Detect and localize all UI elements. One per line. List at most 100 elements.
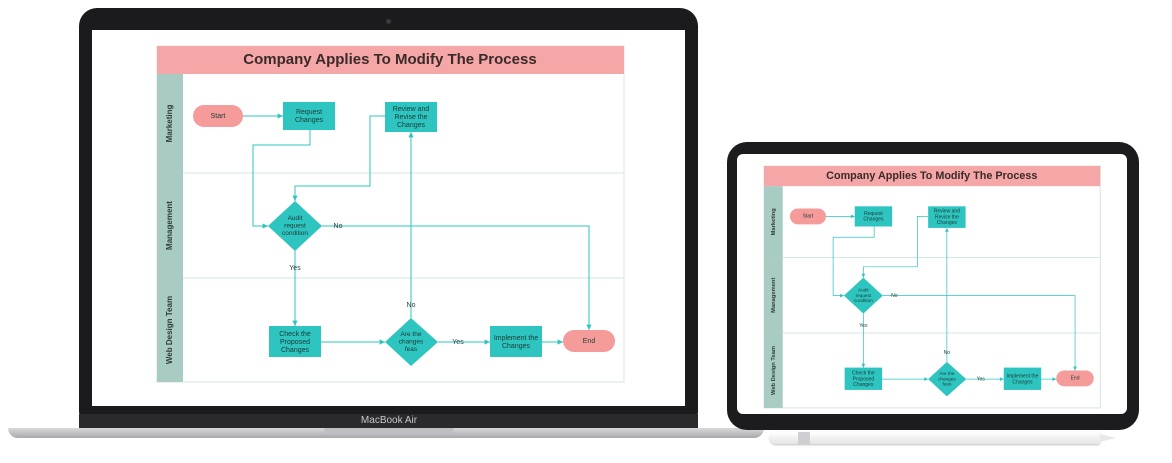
start-node-label: Start: [211, 113, 226, 120]
diagram-frame: [156, 45, 625, 383]
audit-decision-label-line-0: Audit: [288, 215, 303, 222]
lane-label-2: Web Design Team: [165, 296, 174, 364]
implement-node-label-line-1: Changes: [1012, 379, 1033, 385]
edge-feasible-review-arrow: [408, 132, 414, 138]
edge-request-audit: [252, 130, 311, 227]
audit-decision: [268, 201, 322, 251]
implement-node-label-line-0: Implement the: [494, 335, 538, 342]
laptop-notch: [324, 428, 454, 434]
edge-review-audit-arrow: [861, 273, 866, 278]
start-node-label: Start: [803, 214, 814, 220]
feasible-decision: [928, 361, 967, 397]
title-bar: [764, 166, 1101, 187]
audit-decision: [843, 277, 883, 314]
lane-header-1: [764, 257, 783, 334]
lane-header-0: [764, 186, 783, 258]
implement-node-label-line-0: Implement the: [1007, 374, 1039, 380]
edge-request-audit-arrow: [840, 293, 844, 298]
lane-header-2: [764, 333, 783, 408]
edge-check-feasible-arrow: [379, 339, 385, 345]
implement-node: [1003, 367, 1042, 390]
audit-decision-label-line-1: request: [284, 223, 306, 230]
feasible-yes-label: Yes: [452, 339, 464, 346]
audit-yes-label: Yes: [289, 265, 301, 272]
check-node-label-line-2: Changes: [853, 382, 874, 388]
flowchart: Company Applies To Modify The ProcessMar…: [156, 45, 625, 383]
lane-label-1: Management: [771, 278, 777, 313]
edge-request-audit-arrow: [262, 223, 268, 229]
check-node: [269, 326, 321, 357]
feasible-decision-label-line-2: feas: [942, 382, 951, 387]
edge-feasible-implement-arrow: [484, 339, 490, 345]
review-node: [385, 102, 437, 132]
lane-label-0: Marketing: [771, 208, 777, 236]
end-node: [1056, 370, 1094, 387]
feasible-no-label: No: [944, 350, 951, 356]
check-node-label-line-1: Proposed: [280, 339, 310, 346]
edge-start-request-arrow: [277, 113, 283, 119]
camera-icon: [386, 19, 391, 24]
request-node-label-line-1: Changes: [863, 217, 884, 223]
edge-check-feasible-arrow: [924, 377, 929, 381]
check-node-label-line-0: Check the: [852, 371, 875, 377]
lane-label-1: Management: [165, 201, 174, 250]
feasible-decision: [385, 318, 438, 366]
feasible-decision-label-line-2: feas: [405, 346, 418, 353]
edge-audit-end-arrow: [1073, 366, 1077, 371]
edge-feasible-implement-arrow: [999, 377, 1004, 381]
diagram-title: Company Applies To Modify The Process: [243, 51, 536, 68]
end-node-label: End: [583, 338, 596, 345]
audit-decision-label-line-1: request: [856, 293, 872, 298]
review-node-label-line-2: Changes: [937, 220, 958, 226]
review-node-label-line-0: Review and: [393, 106, 430, 113]
edge-feasible-review-arrow: [945, 227, 949, 232]
edge-start-request-arrow: [850, 214, 855, 219]
request-node-label-line-0: Request: [864, 211, 883, 217]
audit-yes-label: Yes: [859, 323, 868, 329]
audit-decision-label-line-2: condition: [854, 298, 873, 303]
lane-label-2: Web Design Team: [771, 346, 777, 395]
diagram-title: Company Applies To Modify The Process: [826, 170, 1037, 182]
audit-no-label: No: [334, 223, 343, 230]
laptop-hinge: [79, 414, 698, 428]
stylus-pencil: [770, 432, 1100, 444]
review-node-label-line-0: Review and: [934, 209, 960, 215]
audit-decision-label-line-0: Audit: [858, 287, 869, 292]
start-node: [193, 105, 243, 127]
lane-header-0: [157, 74, 183, 173]
edge-review-audit: [863, 216, 929, 278]
review-node: [928, 206, 966, 228]
end-node-label: End: [1071, 376, 1080, 382]
flowchart-copy: Company Applies To Modify The ProcessMar…: [763, 165, 1101, 409]
edge-implement-end-arrow: [1052, 377, 1057, 381]
stylus-band: [798, 432, 810, 444]
diagram-frame: [763, 165, 1101, 409]
edge-request-audit: [832, 226, 875, 296]
request-node: [854, 206, 893, 227]
request-node-label-line-0: Request: [296, 109, 322, 116]
check-node-label-line-2: Changes: [281, 347, 310, 354]
audit-no-label: No: [891, 293, 898, 299]
edge-review-audit: [294, 115, 385, 201]
laptop-brand-label: MacBook Air: [360, 415, 418, 426]
edge-audit-check-arrow: [292, 320, 298, 326]
lane-label-0: Marketing: [165, 105, 174, 143]
edge-review-audit-arrow: [292, 195, 298, 201]
lane-header-1: [157, 173, 183, 278]
review-node-label-line-2: Changes: [397, 122, 426, 129]
feasible-no-label: No: [407, 302, 416, 309]
review-node-label-line-1: Revise the: [935, 214, 959, 220]
start-node: [789, 208, 826, 225]
feasible-yes-label: Yes: [977, 376, 986, 382]
feasible-decision-label-line-1: changes: [938, 376, 956, 381]
feasible-decision-label-line-1: changes: [399, 339, 424, 346]
implement-node-label-line-1: Changes: [502, 343, 531, 350]
feasible-decision-label-line-0: Are the: [939, 371, 954, 376]
stylus-tip: [1100, 434, 1116, 442]
audit-decision-label-line-2: condition: [282, 230, 308, 237]
edge-audit-end-arrow: [586, 324, 592, 330]
feasible-decision-label-line-0: Are the: [401, 331, 422, 338]
check-node-label-line-0: Check the: [279, 331, 311, 338]
